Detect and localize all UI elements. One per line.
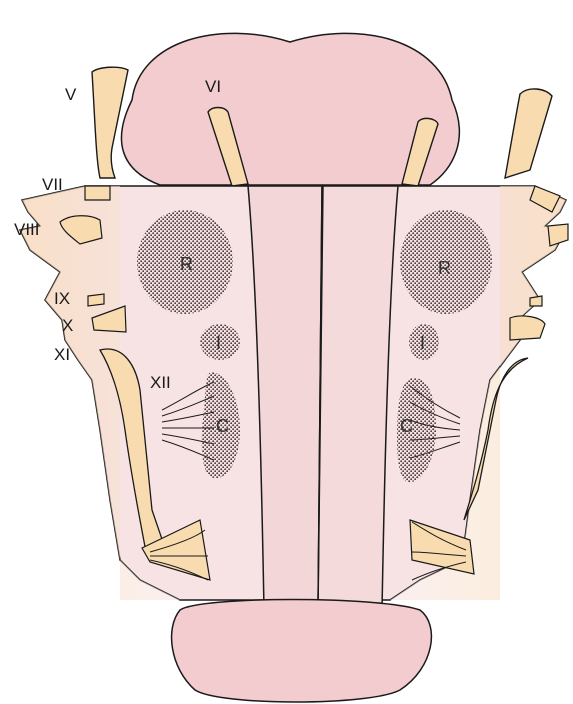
label-right-i: I [420,333,425,353]
label-left-r: R [180,254,193,274]
vestibulocochlear-nerve-right [548,224,568,246]
vagus-nerve-right [510,316,545,340]
label-left-i: I [216,333,221,353]
trigeminal-nerve-left [92,67,128,178]
label-cn-x: X [62,316,73,335]
label-cn-viii: VIII [14,220,40,239]
spinal-cord-section [172,600,432,703]
label-cn-vi: VI [205,77,221,96]
label-right-r: R [438,258,451,278]
label-cn-v: V [65,85,77,104]
label-left-c: C [216,416,229,436]
label-cn-vii: VII [42,175,63,194]
glossopharyngeal-nerve-right [530,296,542,306]
trigeminal-nerve-right [505,89,552,178]
label-cn-ix: IX [54,289,70,308]
label-cn-xii: XII [150,373,171,392]
facial-nerve-left [85,186,110,200]
label-cn-xi: XI [54,345,70,364]
glossopharyngeal-nerve-left [88,294,104,306]
label-right-c: C [400,416,413,436]
